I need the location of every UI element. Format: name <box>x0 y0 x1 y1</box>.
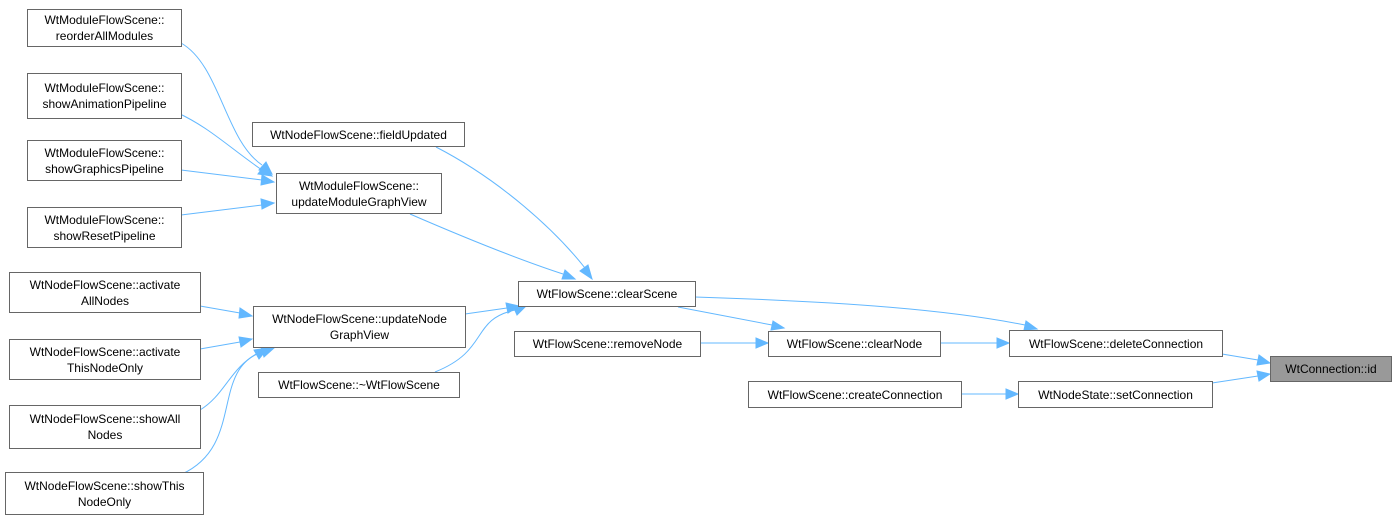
edge-reset-to-update-module <box>180 204 263 216</box>
arrow-head <box>257 165 274 177</box>
node-show-animation-pipeline[interactable]: WtModuleFlowScene:: showAnimationPipelin… <box>27 73 182 119</box>
arrow-head <box>512 305 528 316</box>
edge-show-this-to-update-node <box>181 351 263 475</box>
arrow-head <box>770 320 786 331</box>
arrow-head <box>260 174 276 186</box>
node-field-updated[interactable]: WtNodeFlowScene::fieldUpdated <box>252 122 465 147</box>
node-label: WtFlowScene::createConnection <box>767 387 943 402</box>
node-label: WtFlowScene::~WtFlowScene <box>278 378 440 392</box>
node-label: WtModuleFlowScene:: reorderAllModules <box>44 13 165 43</box>
node-show-all-nodes[interactable]: WtNodeFlowScene::showAll Nodes <box>9 405 201 449</box>
node-activate-this-node-only[interactable]: WtNodeFlowScene::activate ThisNodeOnly <box>9 339 201 380</box>
node-label: WtNodeFlowScene::fieldUpdated <box>270 127 447 142</box>
edge-clear-scene-to-delete-connection <box>694 296 1026 326</box>
node-show-reset-pipeline[interactable]: WtModuleFlowScene:: showResetPipeline <box>27 207 182 248</box>
edge-graphics-to-update-module <box>180 169 263 181</box>
node-label: WtFlowScene::clearScene <box>536 287 678 301</box>
edge-animation-to-update-module <box>177 112 263 171</box>
node-label: WtFlowScene::removeNode <box>532 337 683 351</box>
edge-clear-scene-to-clear-node <box>677 306 773 326</box>
node-label: WtModuleFlowScene:: showGraphicsPipeline <box>44 145 165 176</box>
node-destructor[interactable]: WtFlowScene::~WtFlowScene <box>258 372 460 398</box>
arrow-head <box>996 337 1011 349</box>
arrow-head <box>755 337 770 349</box>
arrow-head <box>1256 370 1272 382</box>
node-show-graphics-pipeline[interactable]: WtModuleFlowScene:: showGraphicsPipeline <box>27 140 182 181</box>
node-label: WtNodeFlowScene::showAll Nodes <box>29 412 181 442</box>
node-label: WtNodeFlowScene::showThis NodeOnly <box>24 478 185 509</box>
node-delete-connection[interactable]: WtFlowScene::deleteConnection <box>1009 330 1223 357</box>
node-connection-id: WtConnection::id <box>1270 356 1392 382</box>
node-label: WtConnection::id <box>1285 362 1377 376</box>
edge-activate-all-to-update-node <box>199 305 241 314</box>
edge-reorder-to-update-module <box>180 42 263 166</box>
edge-delete-connection-to-id <box>1221 353 1259 361</box>
edge-destructor-to-clear-scene <box>434 309 516 373</box>
node-label: WtFlowScene::deleteConnection <box>1028 336 1204 351</box>
node-clear-scene[interactable]: WtFlowScene::clearScene <box>518 281 696 307</box>
node-label: WtNodeFlowScene::activate ThisNodeOnly <box>29 344 181 375</box>
node-clear-node[interactable]: WtFlowScene::clearNode <box>768 331 941 357</box>
node-remove-node[interactable]: WtFlowScene::removeNode <box>514 331 701 357</box>
edge-set-connection-to-id <box>1211 375 1259 384</box>
node-label: WtFlowScene::clearNode <box>786 337 923 351</box>
arrow-head <box>1256 354 1272 366</box>
edge-update-module-to-clear-scene <box>409 213 564 275</box>
arrow-head <box>561 269 577 280</box>
node-show-this-node-only[interactable]: WtNodeFlowScene::showThis NodeOnly <box>5 472 204 515</box>
node-set-connection[interactable]: WtNodeState::setConnection <box>1018 381 1213 408</box>
edge-field-updated-to-clear-scene <box>435 146 586 269</box>
node-label: WtModuleFlowScene:: showResetPipeline <box>44 212 165 243</box>
edge-show-all-to-update-node <box>199 352 259 411</box>
arrow-head <box>238 307 254 319</box>
arrow-head <box>260 198 276 210</box>
node-update-module-graph-view[interactable]: WtModuleFlowScene:: updateModuleGraphVie… <box>276 173 442 214</box>
arrow-head <box>1005 388 1020 400</box>
edge-update-node-to-clear-scene <box>464 307 508 315</box>
node-reorder-all-modules[interactable]: WtModuleFlowScene:: reorderAllModules <box>27 9 182 47</box>
node-create-connection[interactable]: WtFlowScene::createConnection <box>748 381 962 408</box>
node-label: WtNodeFlowScene::updateNode GraphView <box>272 312 447 342</box>
node-label: WtModuleFlowScene:: updateModuleGraphVie… <box>291 178 427 209</box>
arrow-head <box>579 264 593 281</box>
node-label: WtNodeState::setConnection <box>1038 387 1193 402</box>
arrow-head <box>260 346 276 358</box>
arrow-head <box>238 336 254 348</box>
node-label: WtNodeFlowScene::activate AllNodes <box>29 277 181 308</box>
arrow-head <box>1023 320 1039 331</box>
node-update-node-graph-view[interactable]: WtNodeFlowScene::updateNode GraphView <box>253 306 466 348</box>
node-label: WtModuleFlowScene:: showAnimationPipelin… <box>42 81 167 111</box>
edge-activate-this-to-update-node <box>199 341 241 350</box>
node-activate-all-nodes[interactable]: WtNodeFlowScene::activate AllNodes <box>9 272 201 313</box>
